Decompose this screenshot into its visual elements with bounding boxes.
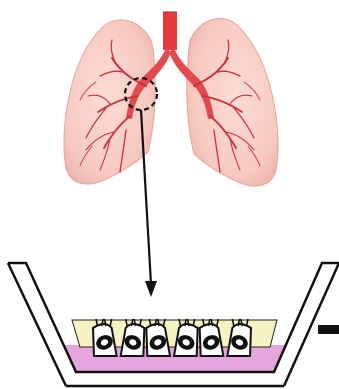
right-lung	[187, 18, 278, 186]
culture-insert-icon	[8, 263, 339, 386]
lungs-icon	[64, 12, 278, 186]
trachea	[163, 12, 177, 50]
well-left-outer	[8, 263, 66, 386]
insert-side-tab	[318, 325, 339, 334]
well-right-outer	[284, 263, 339, 386]
left-lung	[64, 20, 155, 184]
